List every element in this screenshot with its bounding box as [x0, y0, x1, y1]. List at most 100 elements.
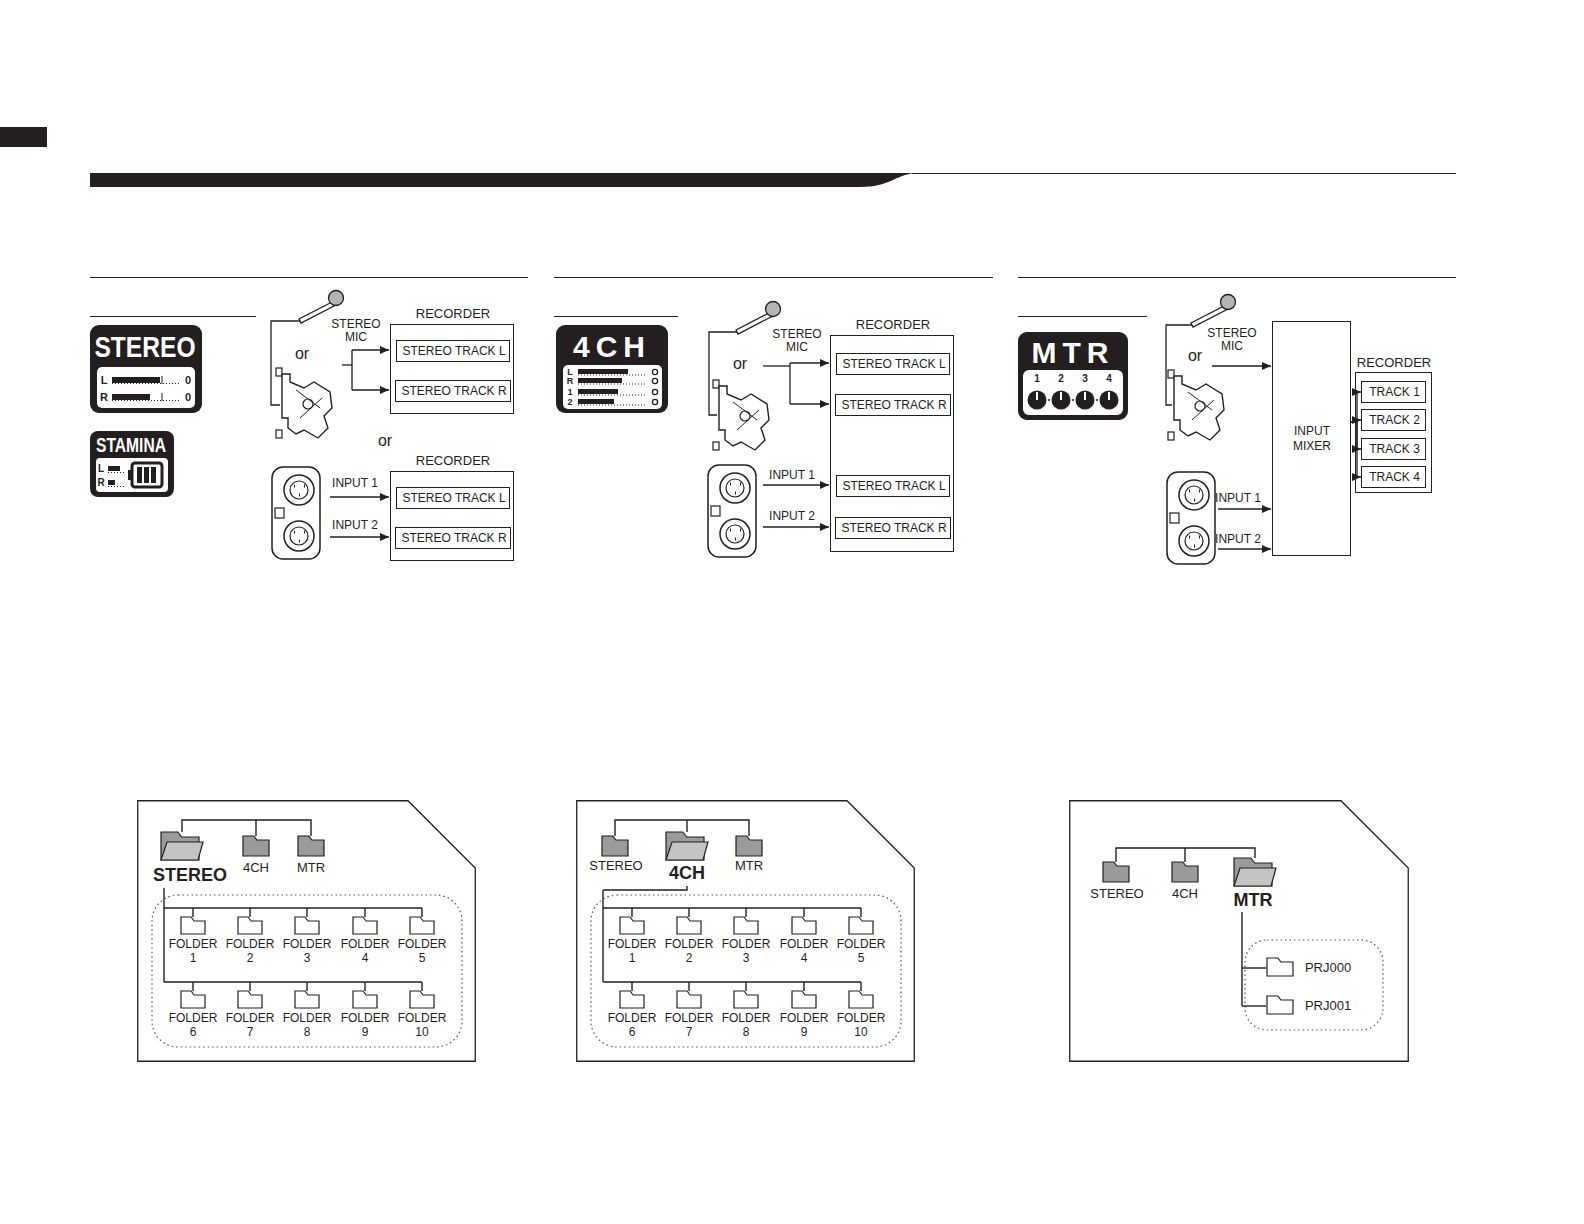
meter-scale: [578, 395, 646, 396]
folder-label: FOLDER 6: [605, 1011, 659, 1039]
dotted-region: [591, 895, 901, 1047]
icon-label: 0: [185, 374, 191, 387]
track-box: STEREO TRACK L: [836, 353, 950, 375]
box-label: TRACK 3: [1369, 443, 1420, 457]
knob: [1076, 391, 1095, 410]
track-box: TRACK 2: [1361, 409, 1426, 431]
signal-label: INPUT 2: [769, 510, 815, 524]
mic-label: STEREO MIC: [1206, 327, 1258, 353]
section-rule: [90, 316, 1147, 317]
dotted-region: [152, 895, 462, 1047]
tree-line: [1242, 967, 1266, 968]
icon-label: L: [101, 374, 108, 387]
mode-icon: STAMINALR: [90, 431, 174, 497]
icon-label: 2: [567, 397, 572, 407]
signal-connector: [1351, 392, 1361, 422]
panel-outline: [577, 801, 915, 1062]
meter-panel: [563, 365, 662, 409]
box-label: STEREO TRACK L: [402, 492, 505, 506]
folder-label: FOLDER 1: [166, 937, 220, 965]
folder-label: FOLDER 2: [223, 937, 277, 965]
mic-label: STEREO MIC: [330, 318, 382, 344]
folder-label: FOLDER 5: [834, 937, 888, 965]
tree-line: [164, 907, 422, 908]
open-folder-icon: [666, 842, 708, 860]
meter-scale: [112, 400, 180, 401]
icon-label: R: [100, 391, 108, 404]
battery-cell: [144, 467, 149, 483]
track-box: STEREO TRACK R: [395, 527, 511, 549]
box-label: STEREO TRACK R: [401, 532, 506, 546]
level-bar: [578, 378, 622, 383]
tree-line: [803, 908, 804, 917]
mode-icon-body: [1018, 332, 1128, 420]
tree-line: [603, 907, 861, 908]
tree-line: [1241, 912, 1242, 1006]
signal-arrow: [763, 484, 829, 485]
meter-panel: [97, 367, 195, 408]
icon-label: R: [567, 376, 574, 386]
tree-line: [249, 982, 250, 991]
folder-label: FOLDER 9: [338, 1011, 392, 1039]
meter-scale: [108, 472, 125, 473]
box-label: STEREO TRACK L: [842, 480, 945, 494]
folder-label: FOLDER 3: [719, 937, 773, 965]
panel-outline: [1069, 800, 1409, 1062]
level-bar: [112, 394, 150, 400]
open-folder-icon: [1234, 868, 1276, 886]
folder-icon: [849, 991, 873, 1008]
folder-label: FOLDER 7: [223, 1011, 277, 1039]
xy-mic-capsule: [1168, 370, 1224, 440]
signal-label: INPUT 2: [332, 519, 378, 533]
box-label: RECORDER: [416, 307, 490, 322]
track-box: TRACK 4: [1361, 466, 1426, 488]
folder-icon: [410, 991, 434, 1008]
folder-label: FOLDER 4: [777, 937, 831, 965]
signal-line: [351, 350, 352, 390]
level-bar: [578, 399, 614, 404]
signal-arrows: [1212, 366, 1271, 549]
level-bar: [108, 466, 120, 471]
folder-icon: [353, 991, 377, 1008]
tree-bracket: [255, 820, 256, 836]
mic-label: STEREO MIC: [771, 328, 823, 354]
icon-label: MTR: [1032, 336, 1115, 371]
battery-symbol: [132, 463, 162, 487]
box-label: STEREO TRACK R: [841, 522, 946, 536]
level-bar: [108, 480, 115, 485]
folder-icon: [792, 991, 816, 1008]
box-label: RECORDER: [856, 318, 930, 333]
box-label: TRACK 2: [1369, 414, 1420, 428]
box-label: STEREO TRACK R: [401, 385, 506, 399]
or-label: or: [378, 432, 392, 450]
folder-icon: [620, 991, 644, 1008]
folder-icon: [298, 836, 324, 856]
folder-panel: STEREO4CHMTRFOLDER 1FOLDER 2FOLDER 3FOLD…: [576, 800, 915, 1062]
tree-line: [249, 908, 250, 917]
folder-label: PRJ000: [1305, 961, 1351, 976]
signal-arrow: [352, 389, 389, 390]
box-label: TRACK 4: [1369, 471, 1420, 485]
knob-pointer: [1108, 392, 1110, 400]
folder-label: FOLDER 8: [280, 1011, 334, 1039]
signal-connector: [1351, 422, 1361, 477]
tree-line: [163, 888, 164, 982]
tree-line: [306, 982, 307, 991]
level-bar: [578, 369, 628, 374]
knob: [1052, 391, 1071, 410]
xy-mic-capsule: [276, 368, 332, 438]
signal-arrow: [790, 362, 829, 363]
folder-label: FOLDER 9: [777, 1011, 831, 1039]
recorder-box: RECORDERSTEREO TRACK LSTEREO TRACK RSTER…: [830, 335, 954, 552]
box-label: RECORDER: [1357, 356, 1431, 371]
icon-label: 1: [1034, 373, 1040, 385]
icon-label: STEREO: [94, 330, 195, 365]
tree-line: [631, 908, 632, 917]
icon-label: 3: [1082, 373, 1088, 385]
panel-outline: [1070, 801, 1409, 1062]
track-box: STEREO TRACK L: [396, 487, 510, 509]
level-bar: [112, 377, 160, 383]
icon-label: 2: [1058, 373, 1064, 385]
folder-panel: STEREO4CHMTRPRJ000PRJ001: [1069, 800, 1409, 1062]
mode-icon-body: [556, 325, 668, 413]
